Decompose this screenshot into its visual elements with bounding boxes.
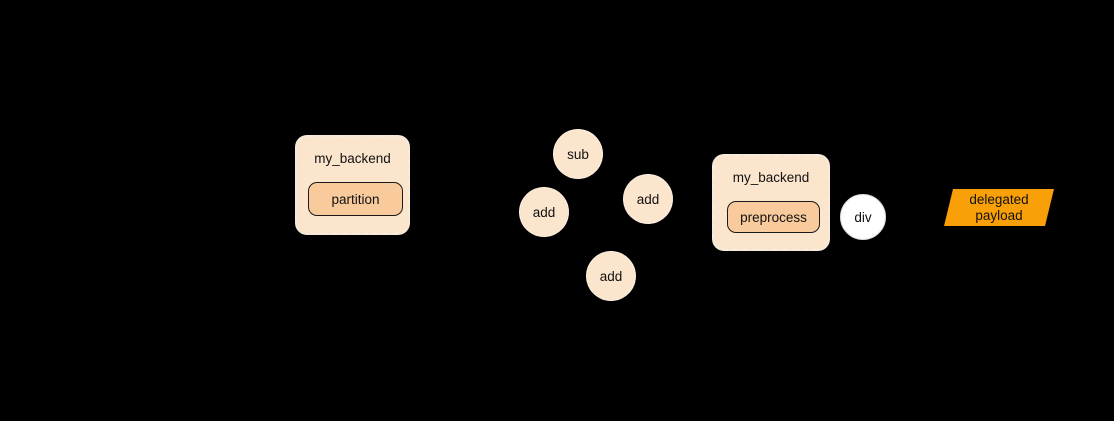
op-node-sub: sub	[553, 129, 603, 179]
op-node-add-1: add	[519, 187, 569, 237]
op-node-add-3: add	[586, 251, 636, 301]
delegated-payload-label-line2: payload	[975, 207, 1023, 223]
op-node-div: div	[840, 194, 886, 240]
backend-group-partition: my_backend partition	[295, 135, 410, 235]
backend-group-preprocess: my_backend preprocess	[712, 154, 830, 251]
op-node-add-2: add	[623, 174, 673, 224]
delegated-payload-shape: delegated payload	[944, 189, 1054, 226]
backend-group-label: my_backend	[314, 151, 391, 166]
delegated-payload-label-line1: delegated	[969, 191, 1029, 207]
backend-group-label: my_backend	[732, 170, 810, 185]
partition-node: partition	[308, 182, 403, 216]
preprocess-node: preprocess	[727, 201, 820, 233]
